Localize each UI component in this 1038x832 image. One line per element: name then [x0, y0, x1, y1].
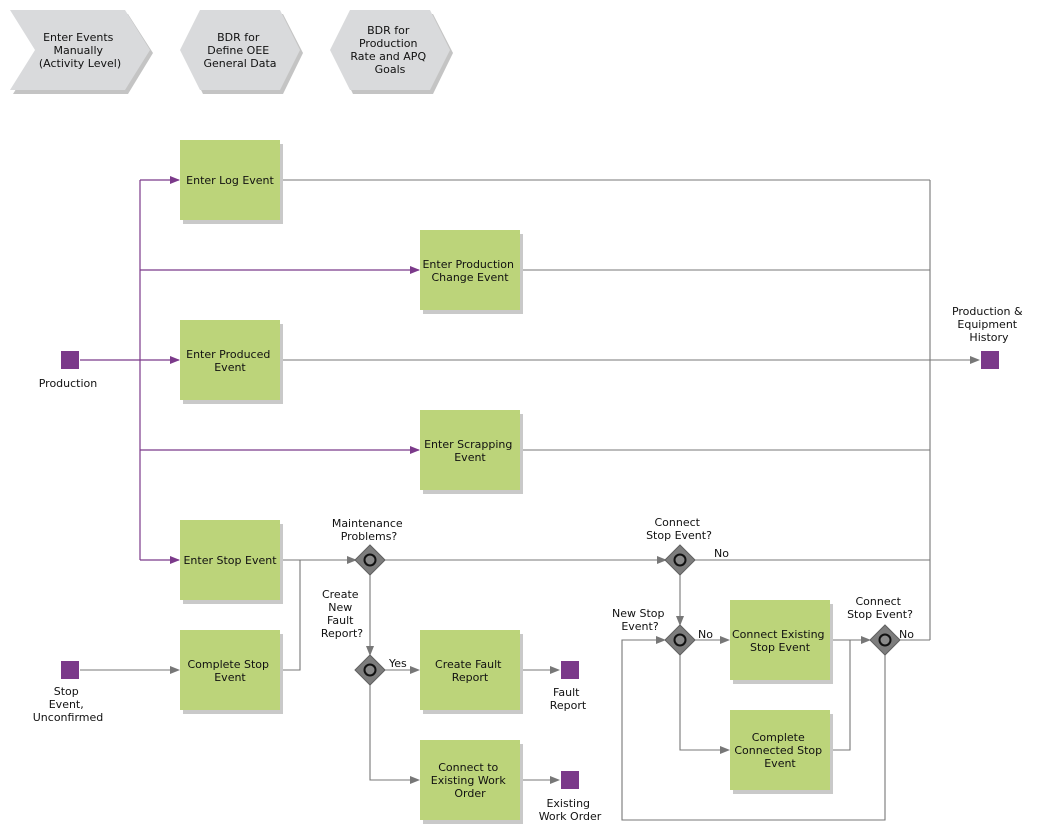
flow-label-yes: Yes	[388, 657, 407, 670]
task-enter-stop-event-label: Enter Stop Event	[183, 554, 277, 567]
event-fault-report-label: Fault Report	[550, 686, 587, 712]
event-history-label: Production & Equipment History	[952, 305, 1026, 344]
flow-label-no-mid: No	[698, 628, 713, 641]
production-flows	[80, 176, 420, 564]
gateway-new-stop[interactable]: New Stop Event?	[612, 607, 696, 656]
task-enter-produced-event-label: Enter Produced Event	[186, 348, 274, 374]
task-enter-stop-event[interactable]: Enter Stop Event	[180, 520, 283, 604]
chevron-enter-events[interactable]: Enter Events Manually (Activity Level)	[10, 10, 153, 94]
task-enter-log-event[interactable]: Enter Log Event	[180, 140, 283, 224]
task-enter-log-event-label: Enter Log Event	[186, 174, 274, 187]
gateway-maintenance[interactable]: Maintenance Problems?	[332, 517, 406, 576]
gateway-new-stop-label: New Stop Event?	[612, 607, 668, 633]
flow-label-no-right: No	[899, 628, 914, 641]
task-complete-stop-event-label: Complete Stop Event	[187, 658, 272, 684]
hex-bdr-production[interactable]: BDR for Production Rate and APQ Goals	[330, 10, 453, 94]
gateway-connect-stop-1-label: Connect Stop Event?	[646, 516, 712, 542]
hex-bdr-production-label: BDR for Production Rate and APQ Goals	[350, 24, 429, 76]
task-create-fault-report-label: Create Fault Report	[435, 658, 505, 684]
flow-gw2-loop-back	[621, 636, 886, 821]
hex-bdr-oee-label: BDR for Define OEE General Data	[203, 31, 276, 70]
task-complete-connected-stop-label: Complete Connected Stop Event	[734, 731, 825, 770]
event-stop-unconfirmed[interactable]: Stop Event, Unconfirmed	[33, 661, 104, 724]
default-flows	[80, 179, 980, 821]
task-connect-work-order-label: Connect to Existing Work Order	[431, 761, 509, 800]
task-connect-existing-stop[interactable]: Connect Existing Stop Event	[730, 600, 833, 684]
gateway-connect-stop-2-label: Connect Stop Event?	[847, 595, 913, 621]
flow-complete-to-maintenance	[280, 559, 356, 671]
event-history[interactable]: Production & Equipment History	[952, 305, 1026, 369]
event-fault-report[interactable]: Fault Report	[550, 661, 587, 712]
task-connect-existing-stop-label: Connect Existing Stop Event	[732, 628, 828, 654]
task-complete-stop-event[interactable]: Complete Stop Event	[180, 630, 283, 714]
flow-newstop-to-complete-connected	[679, 654, 730, 754]
gateway-connect-stop-1[interactable]: Connect Stop Event?	[646, 516, 712, 576]
flow-label-no-top: No	[714, 547, 729, 560]
task-connect-work-order[interactable]: Connect to Existing Work Order	[420, 740, 523, 824]
event-existing-work-order[interactable]: Existing Work Order	[539, 771, 602, 823]
task-enter-production-change[interactable]: Enter Production Change Event	[420, 230, 523, 314]
task-complete-connected-stop[interactable]: Complete Connected Stop Event	[730, 710, 833, 794]
flow-complete-connected-to-gw2	[830, 640, 851, 751]
gateway-create-fault-label: Create New Fault Report?	[321, 588, 363, 640]
event-stop-unconfirmed-label: Stop Event, Unconfirmed	[33, 685, 104, 724]
event-production[interactable]: Production	[39, 351, 98, 390]
task-enter-scrapping-event-label: Enter Scrapping Event	[424, 438, 516, 464]
gateway-maintenance-label: Maintenance Problems?	[332, 517, 406, 543]
task-enter-production-change-label: Enter Production Change Event	[422, 258, 517, 284]
hex-bdr-oee[interactable]: BDR for Define OEE General Data	[180, 10, 303, 94]
chevron-enter-events-label: Enter Events Manually (Activity Level)	[39, 31, 121, 70]
event-production-label: Production	[39, 377, 98, 390]
gateway-create-fault[interactable]: Create New Fault Report?	[321, 588, 386, 686]
gateway-connect-stop-2[interactable]: Connect Stop Event?	[847, 595, 913, 656]
task-enter-produced-event[interactable]: Enter Produced Event	[180, 320, 283, 404]
flow-createfault-to-workorder	[369, 684, 420, 784]
task-enter-scrapping-event[interactable]: Enter Scrapping Event	[420, 410, 523, 494]
task-create-fault-report[interactable]: Create Fault Report	[420, 630, 523, 714]
event-existing-work-order-label: Existing Work Order	[539, 797, 602, 823]
